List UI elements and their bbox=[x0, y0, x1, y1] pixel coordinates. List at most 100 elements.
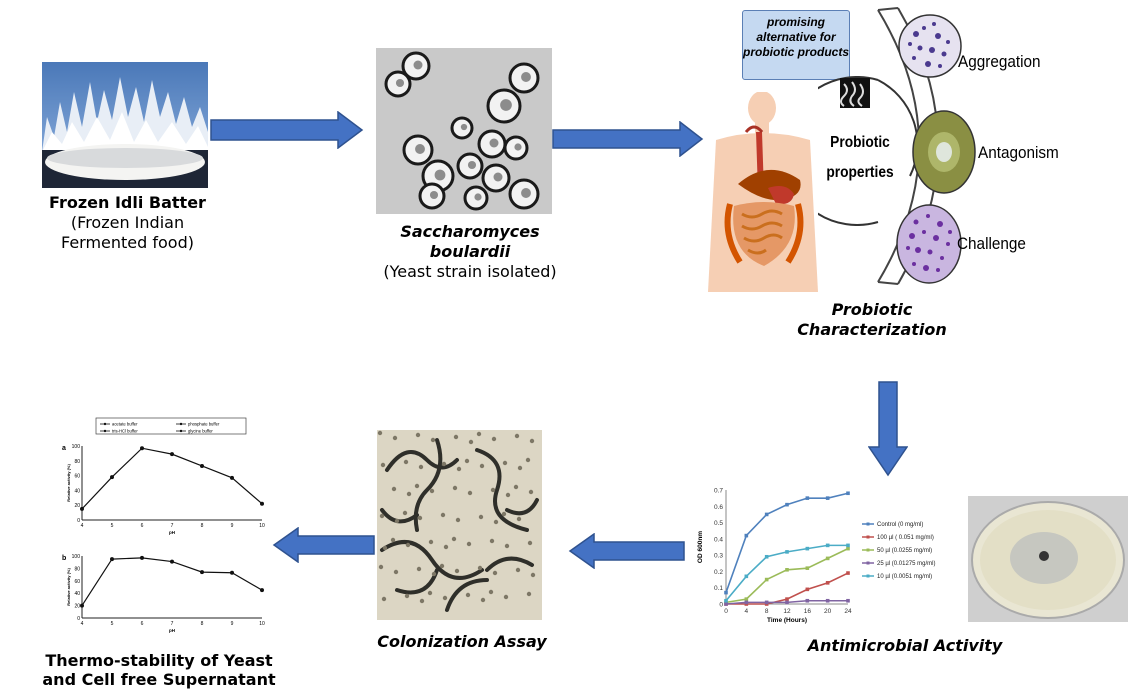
bacterium bbox=[514, 433, 520, 439]
series-line bbox=[81, 557, 263, 606]
bacterium bbox=[381, 596, 387, 602]
bacterium bbox=[440, 512, 446, 518]
data-point bbox=[764, 554, 769, 559]
legend-label: glycine buffer bbox=[188, 429, 213, 434]
bacterium bbox=[456, 466, 462, 472]
thermo-caption-line2: and Cell free Supernatant bbox=[42, 670, 276, 689]
data-point bbox=[825, 496, 830, 500]
legend-label: tris-HCl buffer bbox=[112, 429, 138, 434]
data-point bbox=[230, 570, 234, 575]
bacterium bbox=[464, 458, 470, 464]
challenge-micrograph bbox=[896, 204, 962, 284]
bacterium bbox=[414, 483, 420, 489]
x-tick-label: 7 bbox=[171, 523, 174, 529]
worm bbox=[505, 498, 539, 516]
data-point bbox=[825, 581, 830, 585]
data-point bbox=[724, 590, 728, 595]
yeast-nucleus bbox=[415, 144, 425, 154]
x-tick-label: 9 bbox=[231, 621, 234, 627]
bacterium bbox=[488, 589, 494, 595]
thermo-caption-line1: Thermo-stability of Yeast bbox=[45, 651, 273, 670]
bacterium bbox=[489, 538, 495, 544]
yeast-micrograph bbox=[376, 48, 552, 214]
x-tick-label: 8 bbox=[201, 523, 204, 529]
x-tick-label: 0 bbox=[724, 608, 728, 615]
data-point bbox=[825, 543, 830, 548]
bacterium bbox=[491, 436, 497, 442]
yeast-nucleus bbox=[429, 190, 439, 200]
bacterium bbox=[492, 570, 498, 576]
human-body-illustration bbox=[708, 92, 818, 292]
data-point bbox=[785, 550, 789, 554]
legend-marker bbox=[866, 548, 870, 552]
bacterium bbox=[431, 571, 437, 577]
bacterium bbox=[439, 563, 445, 569]
bacterium bbox=[530, 572, 536, 578]
bacterium bbox=[513, 484, 519, 490]
legend-label: 50 µl (0.0255 mg/ml) bbox=[877, 548, 932, 554]
data-point bbox=[140, 446, 144, 451]
x-tick-label: 10 bbox=[259, 523, 265, 529]
data-point bbox=[744, 600, 749, 605]
property-aggregation: Aggregation bbox=[958, 52, 1041, 71]
y-tick-label: 0.6 bbox=[714, 504, 723, 511]
x-tick-label: 16 bbox=[804, 608, 812, 615]
data-point bbox=[724, 602, 728, 606]
bacterium bbox=[382, 545, 388, 551]
property-antagonism: Antagonism bbox=[978, 143, 1059, 162]
y-tick-label: 0.7 bbox=[714, 488, 723, 495]
worm bbox=[485, 556, 534, 572]
bacterium bbox=[428, 539, 434, 545]
yeast-nucleus bbox=[521, 72, 531, 82]
data-point bbox=[260, 501, 264, 506]
x-axis-label: Time (Hours) bbox=[767, 617, 807, 624]
x-tick-label: 4 bbox=[745, 608, 749, 615]
data-point bbox=[80, 506, 84, 511]
y-tick-label: 0.4 bbox=[714, 536, 723, 543]
data-point bbox=[200, 463, 204, 468]
y-axis-label: OD 600nm bbox=[697, 531, 704, 563]
yeast-nucleus bbox=[489, 138, 499, 148]
data-point bbox=[846, 598, 850, 603]
x-tick-label: 8 bbox=[765, 608, 769, 615]
yeast-nucleus bbox=[521, 188, 531, 198]
bacterium bbox=[429, 488, 435, 494]
data-point bbox=[764, 512, 769, 517]
colonization-caption: Colonization Assay bbox=[377, 632, 547, 651]
data-point bbox=[805, 496, 810, 500]
data-point bbox=[260, 588, 264, 593]
y-tick-label: 0.1 bbox=[714, 585, 723, 592]
y-tick-label: 100 bbox=[72, 444, 81, 450]
arrow-right-2 bbox=[552, 121, 704, 157]
legend-marker bbox=[866, 535, 870, 539]
x-tick-label: 8 bbox=[201, 621, 204, 627]
bacterium bbox=[528, 489, 534, 495]
data-point bbox=[846, 571, 850, 575]
bacterium bbox=[493, 519, 499, 525]
x-tick-label: 9 bbox=[231, 523, 234, 529]
bacterium bbox=[529, 438, 535, 444]
bacterium bbox=[380, 462, 386, 468]
y-tick-label: 20 bbox=[74, 503, 80, 509]
bacterium bbox=[441, 461, 447, 467]
yeast-nucleus bbox=[434, 169, 446, 181]
yeast-nucleus bbox=[500, 99, 512, 111]
arrow-down bbox=[868, 381, 908, 477]
bacterium bbox=[502, 460, 508, 466]
yeast-nucleus bbox=[474, 193, 482, 201]
bacterium bbox=[455, 517, 461, 523]
y-axis-label: Relative activity (%) bbox=[66, 464, 71, 502]
data-point bbox=[764, 600, 769, 605]
bacterium bbox=[379, 513, 385, 519]
bacterium bbox=[466, 541, 472, 547]
worm bbox=[475, 448, 529, 532]
bacterium bbox=[417, 515, 423, 521]
bacterium bbox=[503, 594, 509, 600]
bacterium bbox=[404, 593, 410, 599]
legend-label: acetate buffer bbox=[112, 422, 138, 427]
bacterium bbox=[465, 592, 471, 598]
bacterium bbox=[419, 598, 425, 604]
y-axis-label: Relative activity (%) bbox=[66, 568, 71, 606]
data-point bbox=[744, 574, 749, 579]
